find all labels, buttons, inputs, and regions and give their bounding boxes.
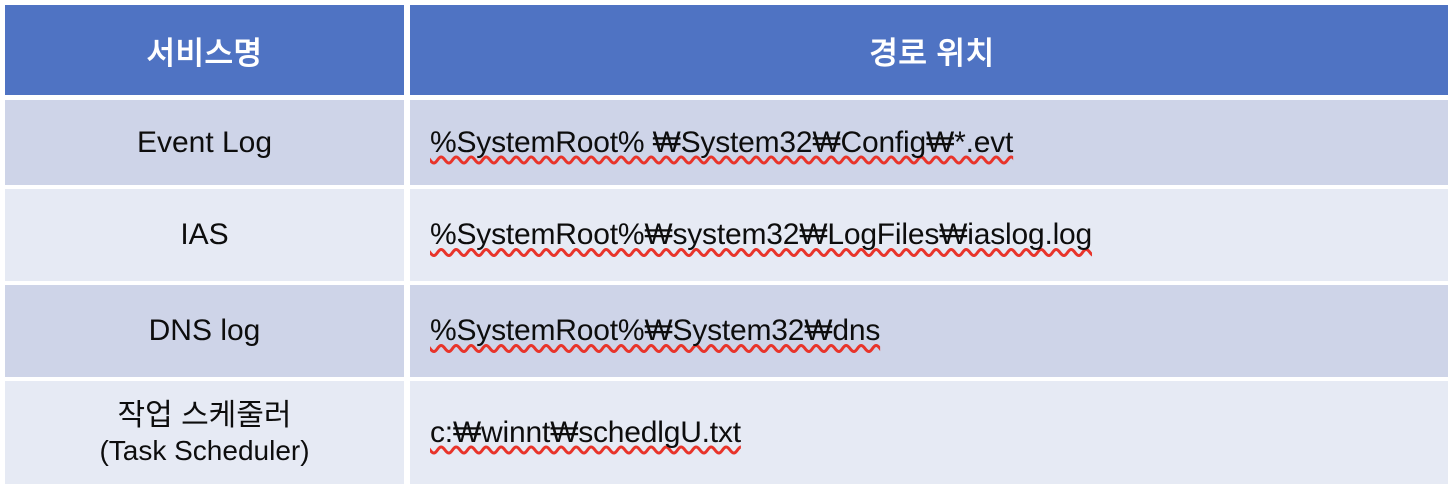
column-header-service-name: 서비스명 <box>5 5 410 100</box>
path-location-text: c:₩winnt₩schedlgU.txt <box>430 415 741 449</box>
service-name-text: Event Log <box>136 125 273 159</box>
path-location-text: %SystemRoot%₩system32₩LogFiles₩iaslog.lo… <box>430 218 1093 251</box>
cell-path-location: %SystemRoot%₩system32₩LogFiles₩iaslog.lo… <box>410 189 1448 285</box>
table-row: 작업 스케줄러 (Task Scheduler) c:₩winnt₩schedl… <box>5 381 1448 484</box>
table-header: 서비스명 경로 위치 <box>5 5 1448 100</box>
cell-path-location: c:₩winnt₩schedlgU.txt <box>410 381 1448 484</box>
table-row: DNS log %SystemRoot%₩System32₩dns <box>5 285 1448 381</box>
service-log-path-table: 서비스명 경로 위치 Event Log %SystemRoot% ₩Syste… <box>5 5 1448 484</box>
path-location-text: %SystemRoot%₩System32₩dns <box>430 314 881 347</box>
service-name-text: DNS log <box>148 314 261 348</box>
column-header-path-location: 경로 위치 <box>410 5 1448 100</box>
service-name-subtext: (Task Scheduler) <box>99 434 310 466</box>
path-location-text: %SystemRoot% ₩System32₩Config₩*.evt <box>430 125 1014 159</box>
table-row: Event Log %SystemRoot% ₩System32₩Config₩… <box>5 100 1448 189</box>
service-name-text: IAS <box>180 218 229 252</box>
cell-service-name: IAS <box>5 189 410 285</box>
cell-path-location: %SystemRoot% ₩System32₩Config₩*.evt <box>410 100 1448 189</box>
service-name-text: 작업 스케줄러 <box>117 399 292 433</box>
cell-path-location: %SystemRoot%₩System32₩dns <box>410 285 1448 381</box>
table-header-row: 서비스명 경로 위치 <box>5 5 1448 100</box>
cell-service-name: 작업 스케줄러 (Task Scheduler) <box>5 381 410 484</box>
table-row: IAS %SystemRoot%₩system32₩LogFiles₩iaslo… <box>5 189 1448 285</box>
cell-service-name: Event Log <box>5 100 410 189</box>
table-body: Event Log %SystemRoot% ₩System32₩Config₩… <box>5 100 1448 484</box>
service-log-path-table-container: 서비스명 경로 위치 Event Log %SystemRoot% ₩Syste… <box>5 5 1448 484</box>
cell-service-name: DNS log <box>5 285 410 381</box>
